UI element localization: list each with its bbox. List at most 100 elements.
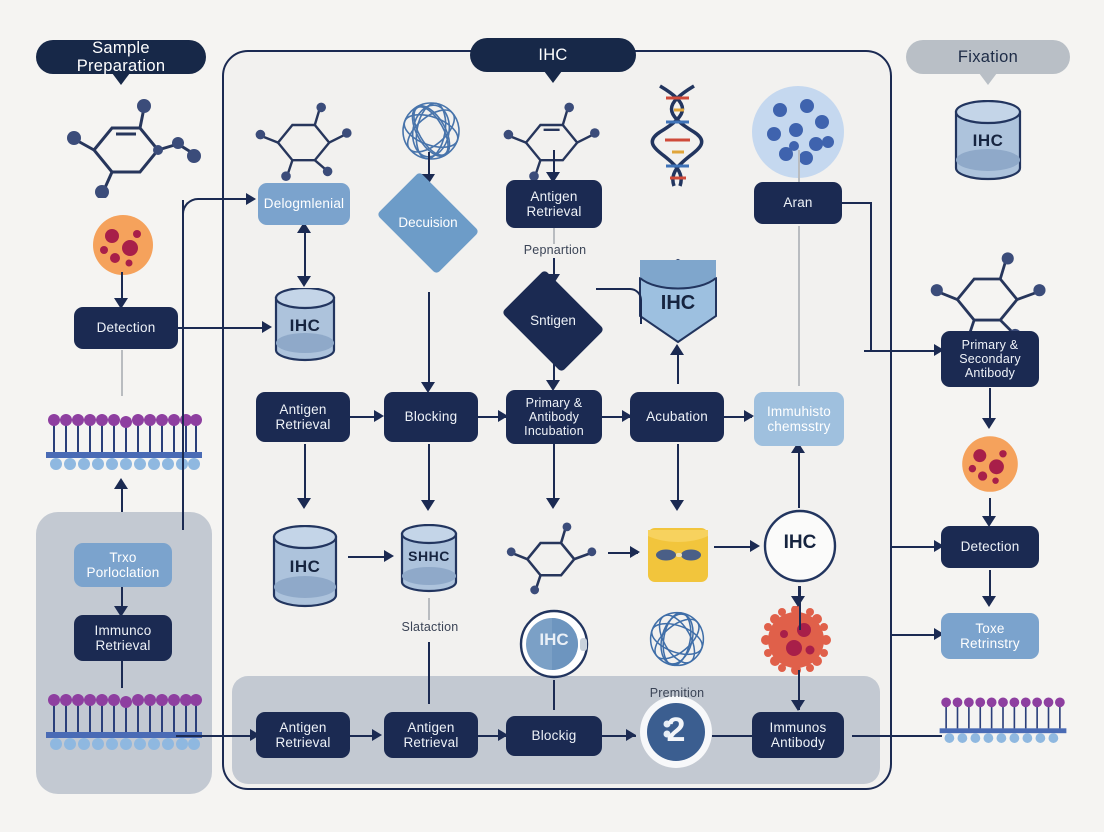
node-acubation[interactable]: Acubation xyxy=(630,392,724,442)
node-delogmlenial[interactable]: Delogmlenial xyxy=(258,183,350,225)
node-toxe-retrinstry[interactable]: Toxe Retrinstry xyxy=(941,613,1039,659)
connector xyxy=(428,598,430,620)
arrowhead xyxy=(670,344,684,355)
arrowhead xyxy=(262,321,272,333)
connector xyxy=(304,228,306,284)
cylinder-shhc-label: SHHC xyxy=(408,547,450,564)
connector xyxy=(428,444,430,506)
node-blockig-label: Blockig xyxy=(531,728,577,744)
node-sntigen-label: Sntigen xyxy=(530,313,576,329)
node-detection[interactable]: Detection xyxy=(74,307,178,349)
node-immunco-retrieval[interactable]: Immunco Retrieval xyxy=(74,615,172,661)
arrowhead xyxy=(670,500,684,511)
connector xyxy=(989,570,991,602)
cylinder-ihc-upper-label: IHC xyxy=(289,316,321,336)
node-immunos-antibody[interactable]: Immunos Antibody xyxy=(752,712,844,758)
connector xyxy=(712,735,752,737)
circle-ihc-icon: IHC xyxy=(762,508,838,584)
connector xyxy=(553,226,555,244)
connector xyxy=(890,350,892,546)
connector-elbow xyxy=(182,198,246,232)
node-aran[interactable]: Aran xyxy=(754,182,842,224)
connector xyxy=(798,150,800,182)
connector xyxy=(350,735,378,737)
connector-elbow xyxy=(596,288,642,324)
node-delogmlenial-label: Delogmlenial xyxy=(263,196,345,212)
membrane-right-icon xyxy=(939,697,1067,743)
connector xyxy=(553,350,555,386)
connector xyxy=(724,416,752,418)
connector xyxy=(553,258,555,280)
node-primary-antibody-incubation-label: Primary & Antibody Incubation xyxy=(524,396,584,438)
connector xyxy=(478,735,506,737)
arrowhead xyxy=(546,172,560,183)
arrowhead xyxy=(297,498,311,509)
connector xyxy=(677,348,679,384)
connector xyxy=(178,327,268,329)
node-primary-secondary-antibody[interactable]: Primary & Secondary Antibody xyxy=(941,331,1039,387)
node-antigen-retrieval-bottom-1-label: Antigen Retrieval xyxy=(275,719,331,750)
edge-label-premition: Premition xyxy=(649,686,705,700)
header-fixation[interactable]: Fixation xyxy=(906,40,1070,85)
arrowhead xyxy=(982,418,996,429)
node-primary-secondary-antibody-label: Primary & Secondary Antibody xyxy=(959,338,1021,380)
connector xyxy=(714,546,756,548)
edge-label-pepnartion: Pepnartion xyxy=(523,243,587,257)
node-antigen-retrieval-bottom-2[interactable]: Antigen Retrieval xyxy=(384,712,478,758)
connector xyxy=(121,482,123,512)
connector xyxy=(428,152,430,180)
header-sample-preparation-label: Sample Preparation xyxy=(76,38,166,75)
node-immunos-antibody-label: Immunos Antibody xyxy=(769,719,827,750)
node-decuision[interactable]: Decuision xyxy=(368,171,488,275)
connector xyxy=(553,444,555,502)
connector xyxy=(870,202,872,350)
molecule-a-icon xyxy=(255,102,352,181)
node-immuhisto-chemsstry-label: Immuhisto chemsstry xyxy=(766,403,832,434)
node-trxo-porloclation[interactable]: Trxo Porloclation xyxy=(74,543,172,587)
cylinder-ihc-right-label: IHC xyxy=(972,131,1004,151)
yellow-box-icon xyxy=(648,528,708,582)
arrowhead xyxy=(372,729,382,741)
pill-tail xyxy=(112,73,130,85)
scribble-ball-b-icon xyxy=(649,611,705,667)
arrowhead xyxy=(934,628,944,640)
arrowhead xyxy=(546,498,560,509)
circle-ihc-label: IHC xyxy=(783,532,817,554)
node-antigen-retrieval-top[interactable]: Antigen Retrieval xyxy=(506,180,602,228)
header-sample-preparation[interactable]: Sample Preparation xyxy=(36,38,206,85)
node-blockig[interactable]: Blockig xyxy=(506,716,602,756)
connector xyxy=(350,416,380,418)
hexagon-ihc-label: IHC xyxy=(660,292,696,315)
cell-orange-right-icon xyxy=(962,436,1018,492)
node-immuhisto-chemsstry[interactable]: Immuhisto chemsstry xyxy=(754,392,844,446)
node-antigen-retrieval-bottom-1[interactable]: Antigen Retrieval xyxy=(256,712,350,758)
node-blocking[interactable]: Blocking xyxy=(384,392,478,442)
header-ihc[interactable]: IHC xyxy=(470,38,636,83)
node-primary-antibody-incubation[interactable]: Primary & Antibody Incubation xyxy=(506,390,602,444)
arrowhead xyxy=(934,540,944,552)
arrowhead xyxy=(297,222,311,233)
node-acubation-label: Acubation xyxy=(646,409,708,425)
arrowhead xyxy=(246,193,256,205)
arrowhead xyxy=(626,729,636,741)
node-detection-right[interactable]: Detection xyxy=(941,526,1039,568)
node-sntigen[interactable]: Sntigen xyxy=(493,269,613,373)
arrowhead xyxy=(114,478,128,489)
connector xyxy=(553,150,555,178)
pill-tail xyxy=(544,71,562,83)
arrowhead xyxy=(297,276,311,287)
connector xyxy=(890,546,940,548)
arrowhead xyxy=(791,442,805,453)
membrane-bottom-icon xyxy=(46,694,202,750)
connector xyxy=(799,586,801,630)
arrowhead xyxy=(114,298,128,309)
node-antigen-retrieval-bottom-2-label: Antigen Retrieval xyxy=(403,719,459,750)
node-antigen-retrieval-mid[interactable]: Antigen Retrieval xyxy=(256,392,350,442)
header-fixation-label: Fixation xyxy=(957,47,1019,66)
arrowhead xyxy=(791,700,805,711)
connector xyxy=(428,642,430,704)
connector xyxy=(890,546,892,636)
node-trxo-porloclation-label: Trxo Porloclation xyxy=(86,549,160,580)
connector xyxy=(890,634,940,636)
connector xyxy=(798,670,800,710)
